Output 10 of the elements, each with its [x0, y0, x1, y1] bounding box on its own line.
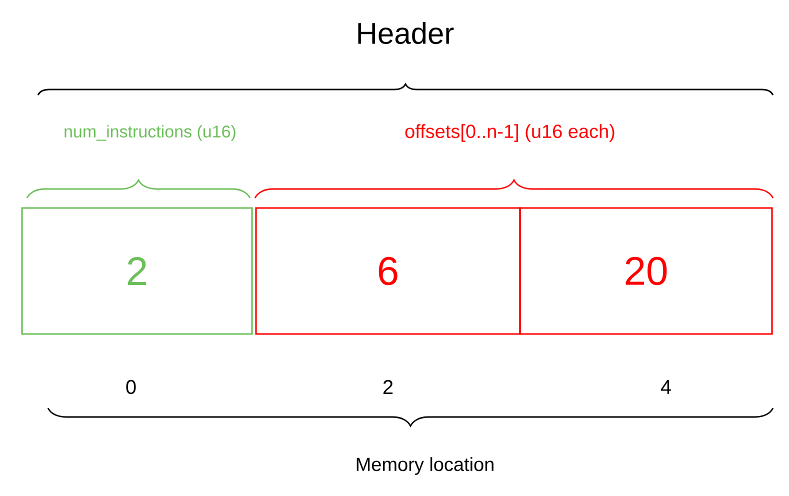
- memory-cell: 2: [21, 207, 253, 335]
- memory-cell: 20: [519, 207, 773, 335]
- heading: Header: [358, 22, 454, 44]
- offset-number: 0: [126, 380, 136, 394]
- field-label: offsets[0..n-1] (u16 each): [405, 124, 614, 142]
- field-label: num_instructions (u16): [64, 125, 236, 141]
- axis-label: Memory location: [356, 457, 494, 475]
- offset-number: 2: [383, 380, 393, 394]
- offset-number: 4: [660, 380, 671, 394]
- memory-cell: 6: [255, 207, 521, 335]
